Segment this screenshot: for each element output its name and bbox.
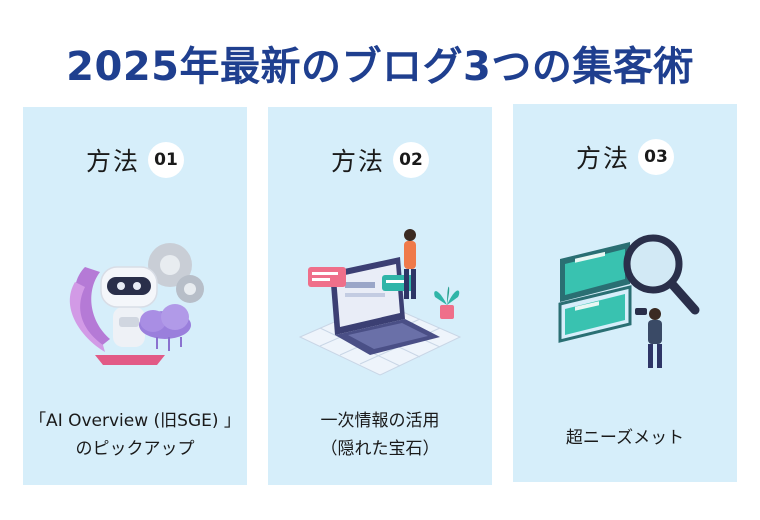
method-card-3: 方法 03 超ニーズメット	[513, 104, 737, 482]
caption-line-2: （隠れた宝石）	[320, 439, 440, 459]
page-title: 2025年最新のブログ3つの集客術	[66, 44, 694, 90]
method-label: 方法	[330, 147, 385, 176]
person-head	[649, 308, 661, 320]
method-caption: 「AI Overview (旧SGE) 」 のピックアップ	[23, 407, 247, 463]
method-card-1: 方法 01	[23, 107, 247, 485]
method-caption: 超ニーズメット	[513, 424, 737, 452]
method-header: 方法 03	[513, 137, 737, 177]
binoculars-icon	[635, 308, 647, 315]
robot-visor	[107, 277, 151, 295]
method-card-2: 方法 02	[268, 107, 492, 485]
method-number-badge: 03	[638, 139, 674, 175]
chat-card-icon	[308, 267, 346, 287]
laptop-illustration	[298, 229, 462, 376]
person-head	[404, 229, 416, 241]
method-label: 方法	[85, 147, 140, 176]
method-header: 方法 01	[23, 140, 247, 180]
method-label: 方法	[575, 144, 630, 173]
method-number-badge: 02	[393, 142, 429, 178]
method-number-badge: 01	[148, 142, 184, 178]
caption-line-2: のピックアップ	[75, 439, 195, 459]
plant-pot-icon	[440, 305, 454, 319]
caption-line-1: 「AI Overview (旧SGE) 」	[29, 411, 241, 431]
caption-line-1: 超ニーズメット	[565, 428, 685, 448]
method-header: 方法 02	[268, 140, 492, 180]
magnifier-icon	[623, 234, 683, 294]
magnifier-illustration	[558, 234, 700, 368]
caption-line-1: 一次情報の活用	[320, 411, 440, 431]
method-caption: 一次情報の活用 （隠れた宝石）	[268, 407, 492, 463]
ai-robot-illustration	[69, 243, 204, 365]
